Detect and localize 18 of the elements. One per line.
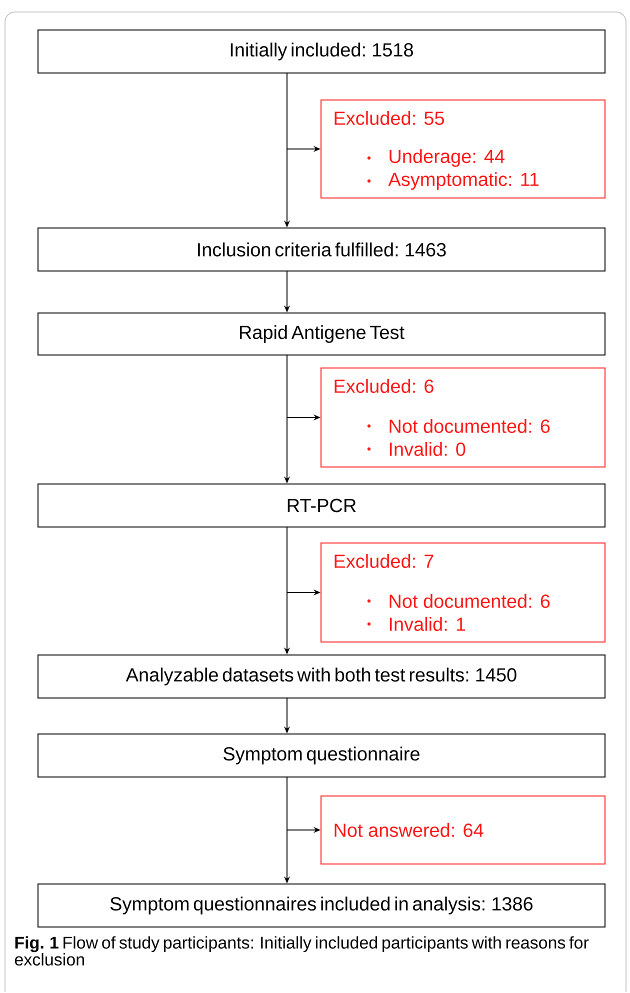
exclusion-box: Not answered: 64 bbox=[320, 796, 606, 864]
bullet-item: Invalid: 0 bbox=[367, 442, 466, 456]
bullet-item: Invalid: 1 bbox=[367, 617, 466, 631]
exclusion-box: Excluded: 55 Underage: 44 Asymptomatic: 11 bbox=[320, 100, 606, 198]
process-box: Rapid Antigene Test bbox=[38, 312, 606, 356]
bullet-item: Not documented: 6 bbox=[367, 594, 550, 608]
process-box: Inclusion criteria fulfilled: 1463 bbox=[38, 228, 606, 272]
process-box: Symptom questionnaires included in analysis: 1386 bbox=[38, 884, 606, 928]
exclusion-box: Excluded: 6 Not documented: 6 Invalid: 0 bbox=[320, 368, 606, 468]
exclusion-box: Excluded: 7 Not documented: 6 Invalid: 1 bbox=[320, 542, 606, 642]
process-box: Symptom questionnaire bbox=[38, 734, 606, 778]
bullet-item: Asymptomatic: 11 bbox=[367, 172, 539, 190]
figure-caption: Fig. 1 Flow of study participants: Initially included participants with reasons for exclusion bbox=[14, 936, 589, 966]
process-box: Analyzable datasets with both test results: 1450 bbox=[38, 654, 606, 698]
bullet-item: Not documented: 6 bbox=[367, 419, 550, 433]
bullet-item: Underage: 44 bbox=[367, 149, 505, 167]
process-box: Initially included: 1518 bbox=[38, 30, 606, 74]
process-box: RT-PCR bbox=[38, 484, 606, 528]
